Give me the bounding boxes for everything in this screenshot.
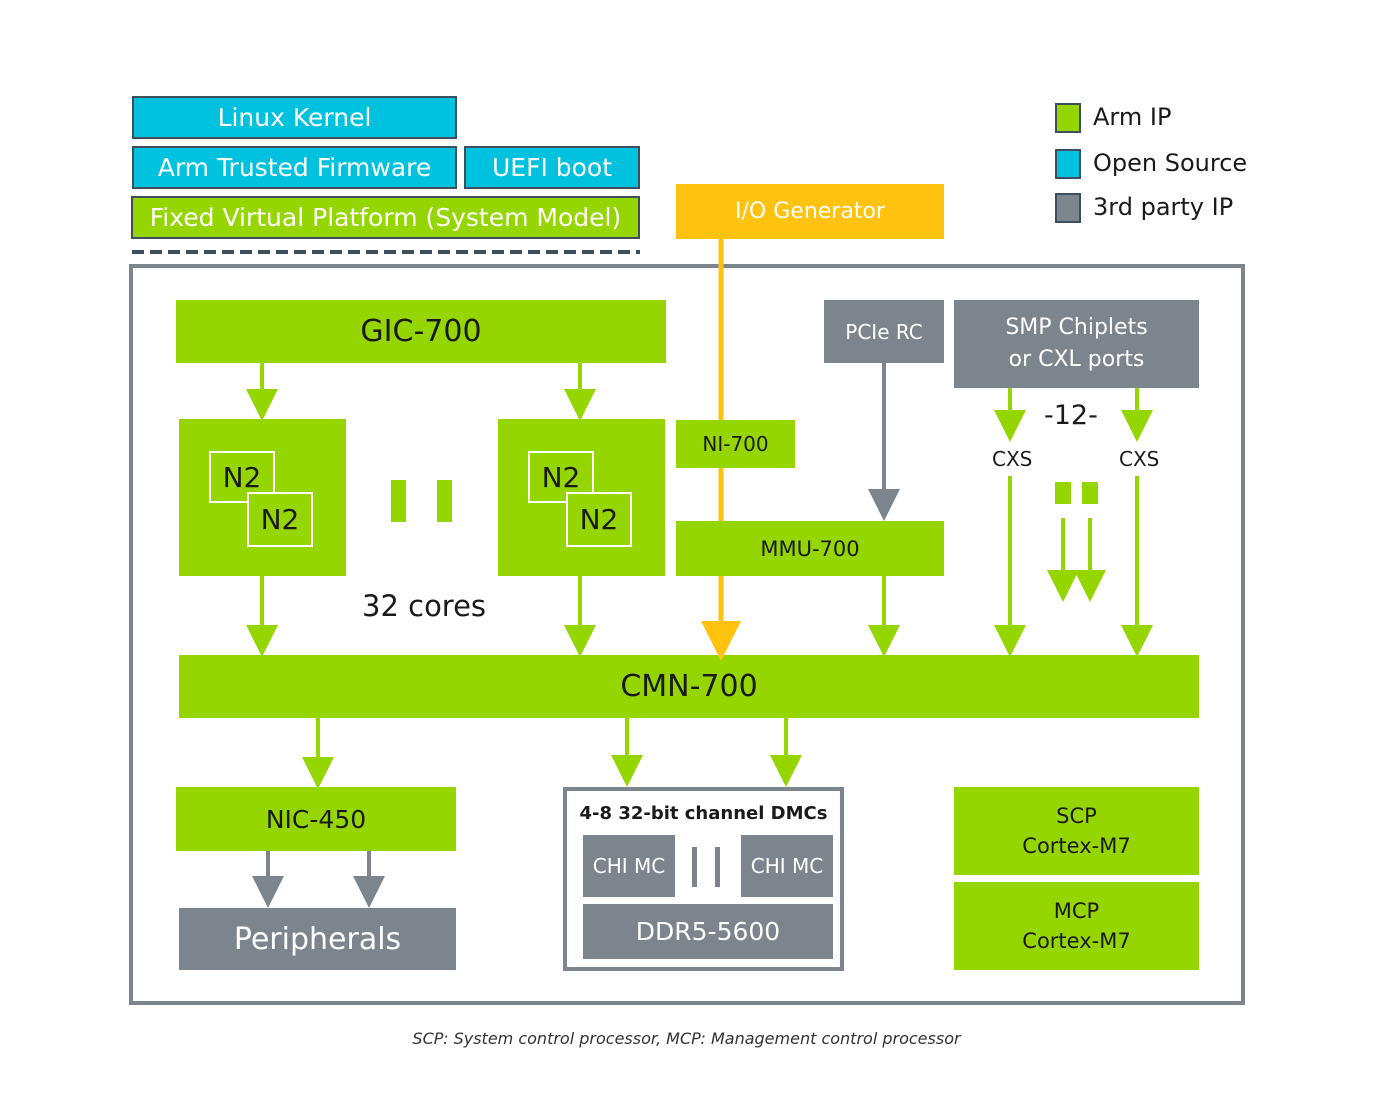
fvp-block: Fixed Virtual Platform (System Model) xyxy=(131,196,640,239)
mmu-700-block: MMU-700 xyxy=(676,521,944,576)
core-cluster-left: N2 N2 xyxy=(179,419,346,576)
soc-frame xyxy=(129,264,1245,1005)
cluster-ellipsis-bar xyxy=(391,480,406,522)
scp-line1: SCP xyxy=(1056,804,1097,828)
ddr5-block: DDR5-5600 xyxy=(583,904,833,959)
legend-label-open-source: Open Source xyxy=(1093,149,1248,177)
cluster-ellipsis-bar xyxy=(437,480,452,522)
io-generator-block: I/O Generator xyxy=(676,184,944,239)
legend-swatch-open-source xyxy=(1055,149,1081,179)
ni-700-block: NI-700 xyxy=(676,420,795,468)
n2-core: N2 xyxy=(566,492,632,547)
chi-mc-ellipsis-bar xyxy=(715,847,720,887)
footnote: SCP: System control processor, MCP: Mana… xyxy=(412,1029,961,1048)
legend-label-arm-ip: Arm IP xyxy=(1093,103,1172,131)
scp-block: SCP Cortex-M7 xyxy=(954,787,1199,875)
smp-chiplets-line2: or CXL ports xyxy=(1008,347,1145,372)
chiplet-ellipsis-square xyxy=(1055,482,1071,504)
nic-450-block: NIC-450 xyxy=(176,787,456,851)
legend-swatch-third-party xyxy=(1055,193,1081,223)
core-cluster-right: N2 N2 xyxy=(498,419,665,576)
peripherals-block: Peripherals xyxy=(179,908,456,970)
smp-chiplets-block: SMP Chiplets or CXL ports xyxy=(954,300,1199,388)
mcp-line2: Cortex-M7 xyxy=(1022,929,1131,953)
chiplet-ellipsis-square xyxy=(1082,482,1098,504)
cxs-label-right: CXS xyxy=(1117,447,1162,471)
legend: Arm IP Open Source 3rd party IP xyxy=(1055,100,1305,230)
cmn-700-block: CMN-700 xyxy=(179,655,1199,718)
legend-swatch-arm-ip xyxy=(1055,103,1081,133)
uefi-boot-block: UEFI boot xyxy=(464,146,640,189)
chi-mc-block-left: CHI MC xyxy=(583,835,675,897)
cores-count-label: 32 cores xyxy=(362,589,487,623)
scp-line2: Cortex-M7 xyxy=(1022,834,1131,858)
n2-core: N2 xyxy=(209,451,275,503)
mcp-line1: MCP xyxy=(1053,899,1100,923)
pcie-rc-block: PCIe RC xyxy=(824,300,944,363)
dmc-group-title: 4-8 32-bit channel DMCs xyxy=(579,803,828,824)
chiplet-count-label: -12- xyxy=(1044,400,1098,431)
cxs-label-left: CXS xyxy=(990,447,1035,471)
n2-core: N2 xyxy=(528,451,594,503)
dmc-group: 4-8 32-bit channel DMCs CHI MC CHI MC DD… xyxy=(563,787,844,971)
chi-mc-block-right: CHI MC xyxy=(741,835,833,897)
mcp-block: MCP Cortex-M7 xyxy=(954,882,1199,970)
legend-label-third-party: 3rd party IP xyxy=(1093,193,1234,221)
chi-mc-ellipsis-bar xyxy=(692,847,697,887)
smp-chiplets-line1: SMP Chiplets xyxy=(1005,315,1148,340)
n2-core: N2 xyxy=(247,492,313,547)
arm-trusted-firmware-block: Arm Trusted Firmware xyxy=(132,146,457,189)
linux-kernel-block: Linux Kernel xyxy=(132,96,457,139)
gic-700-block: GIC-700 xyxy=(176,300,666,363)
